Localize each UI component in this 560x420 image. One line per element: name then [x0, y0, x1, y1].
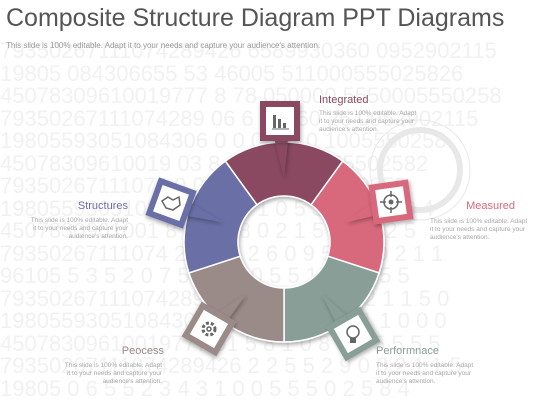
label-measured: Measured	[466, 200, 515, 212]
label-integrated: Integrated	[319, 94, 369, 106]
ring-segment-measured	[309, 160, 385, 274]
label-structures: Structures	[77, 200, 128, 212]
desc-structures: This slide is 100% editable. Adapt it to…	[30, 217, 128, 240]
desc-performance: This slide is 100% editable. Adapt it to…	[376, 362, 474, 385]
callout-measured	[344, 179, 414, 225]
lightbulb-gear-icon	[346, 325, 360, 343]
label-process: Peocess	[121, 345, 164, 357]
callout-structures	[145, 177, 224, 229]
label-performance: Performnace	[376, 345, 439, 357]
ring-segment-performance	[283, 255, 381, 343]
ring-segment-process	[187, 255, 285, 343]
gear-icon	[201, 321, 217, 337]
watermark-circle	[369, 119, 471, 221]
target-icon	[380, 191, 402, 213]
desc-process: This slide is 100% editable. Adapt it to…	[64, 362, 162, 385]
desc-integrated: This slide is 100% editable. Adapt it to…	[319, 110, 417, 133]
page-title: Composite Structure Diagram PPT Diagrams	[6, 4, 505, 32]
callout-integrated	[260, 101, 300, 178]
desc-measured: This slide is 100% editable. Adapt it to…	[430, 218, 528, 241]
page-subtitle: This slide is 100% editable. Adapt it to…	[6, 41, 321, 50]
bar-chart-icon	[272, 115, 289, 130]
handshake-icon	[161, 195, 181, 211]
ring-segment-structures	[183, 160, 259, 274]
callout-process	[181, 293, 247, 357]
callout-performance	[321, 293, 381, 362]
